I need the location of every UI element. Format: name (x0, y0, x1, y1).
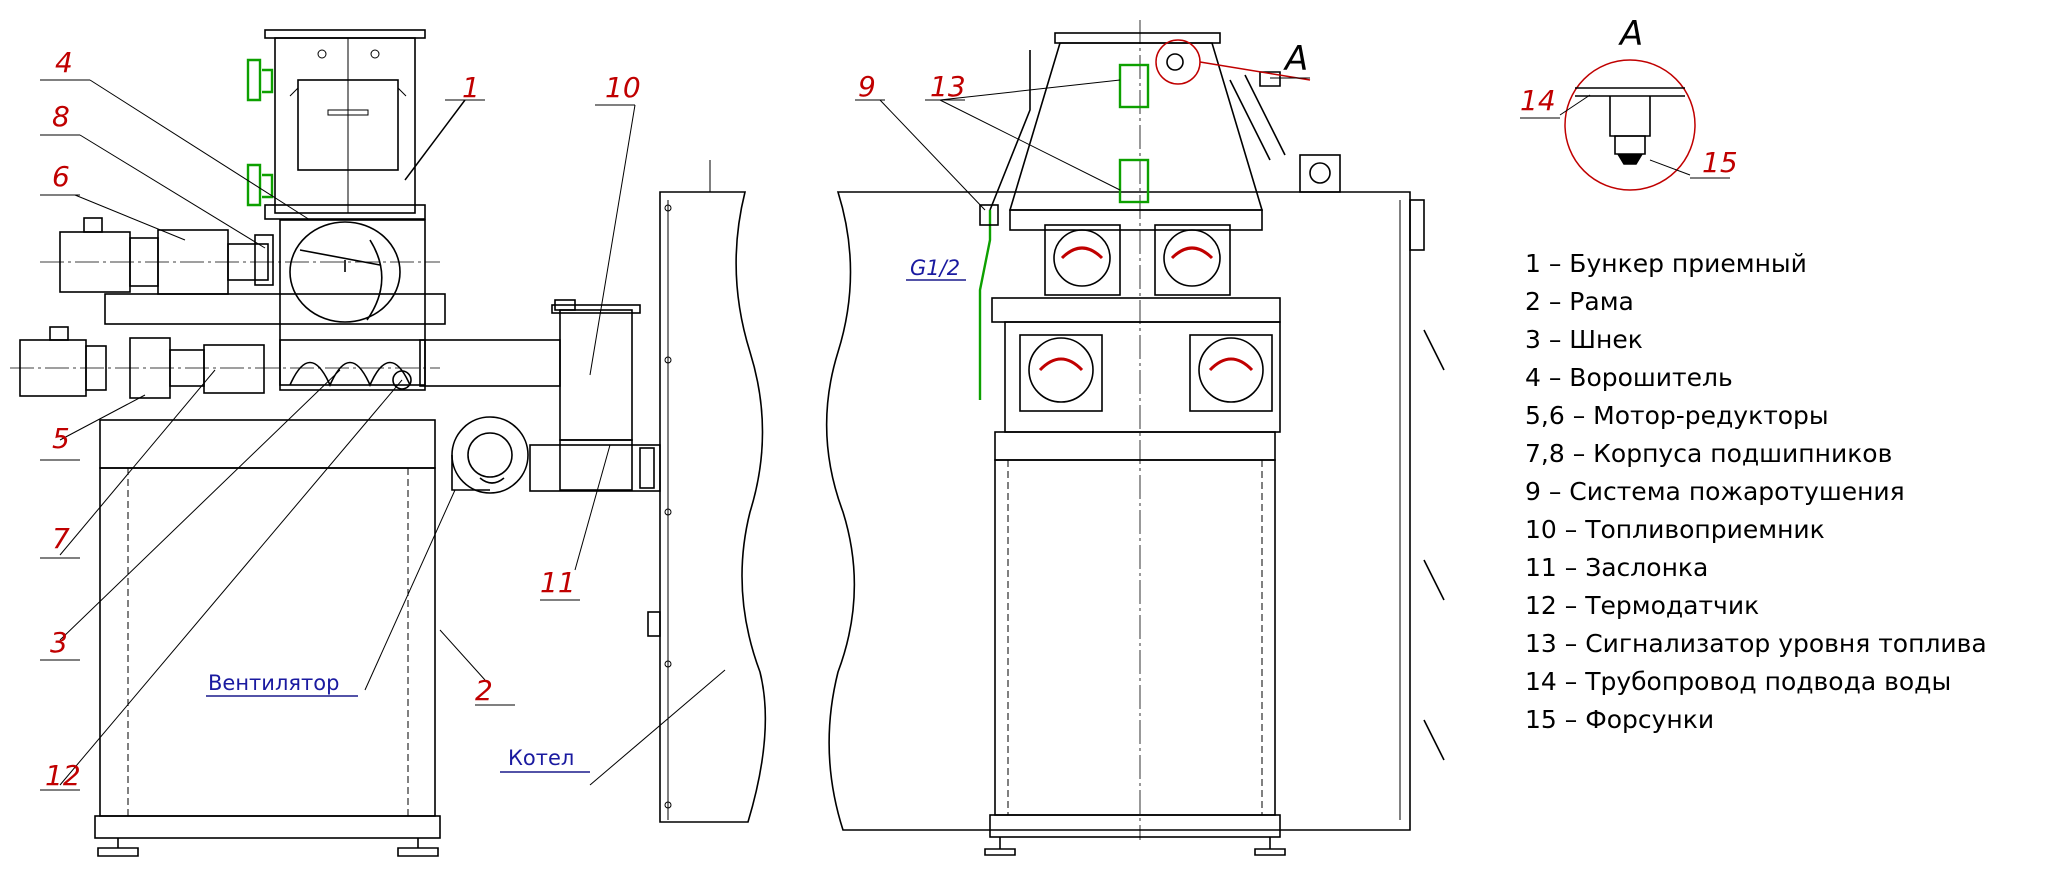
side-view (10, 29, 661, 857)
front-frame (984, 431, 1286, 856)
callout-12: 12 (45, 759, 81, 792)
callout-underlines (40, 79, 1730, 791)
callout-3: 3 (50, 626, 68, 659)
fan-label: Вентилятор (208, 671, 339, 695)
boiler-label: Котел (508, 746, 574, 770)
fire-system-green (978, 210, 992, 400)
legend: 1 – Бункер приемный 2 – Рама 3 – Шнек 4 … (1525, 249, 1987, 734)
motor-reducer-5 (10, 326, 440, 399)
callout-11: 11 (540, 566, 576, 599)
front-bunker (1008, 20, 1286, 840)
fan (451, 416, 529, 494)
callout-9: 9 (858, 70, 876, 103)
legend-item: 11 – Заслонка (1525, 553, 1708, 582)
callout-4: 4 (55, 46, 73, 79)
view-a-marker-circle (1155, 39, 1201, 85)
fuel-receiver (419, 299, 661, 492)
legend-item: 3 – Шнек (1525, 325, 1643, 354)
view-a-leader (1199, 61, 1311, 81)
callout-1: 1 (462, 71, 480, 104)
callout-13: 13 (930, 70, 966, 103)
view-a-marker: A (1283, 39, 1308, 79)
callout-14: 14 (1520, 84, 1556, 117)
view-a-title: A (1618, 14, 1643, 54)
callout-5: 5 (52, 422, 70, 455)
detail-a (1564, 59, 1696, 191)
upper-frame-plate (104, 293, 446, 325)
callout-2: 2 (475, 674, 493, 707)
front-view (825, 20, 1445, 856)
legend-item: 9 – Система пожаротушения (1525, 477, 1905, 506)
callout-10: 10 (605, 71, 641, 104)
legend-item: 10 – Топливоприемник (1525, 515, 1825, 544)
thread-label: G1/2 (910, 256, 960, 280)
bunker (246, 29, 426, 220)
legend-item: 1 – Бункер приемный (1525, 249, 1807, 278)
motor-reducer-6 (40, 217, 440, 295)
frame (94, 419, 441, 857)
callout-8: 8 (52, 100, 70, 133)
water-pipe (989, 50, 1031, 211)
legend-item: 5,6 – Мотор-редукторы (1525, 401, 1829, 430)
callout-6: 6 (52, 160, 70, 193)
boiler-right (825, 191, 1411, 831)
legend-item: 12 – Термодатчик (1525, 591, 1759, 620)
legend-item: 4 – Ворошитель (1525, 363, 1733, 392)
leader-lines (59, 79, 1691, 786)
boiler-left (647, 160, 767, 823)
callout-7: 7 (52, 522, 70, 555)
callout-15: 15 (1702, 146, 1738, 179)
legend-item: 13 – Сигнализатор уровня топлива (1525, 629, 1987, 658)
legend-item: 14 – Трубопровод подвода воды (1525, 667, 1951, 696)
front-motors-upper (1009, 209, 1263, 296)
legend-item: 2 – Рама (1525, 287, 1634, 316)
mixing-chamber (279, 219, 426, 391)
legend-item: 7,8 – Корпуса подшипников (1525, 439, 1892, 468)
legend-item: 15 – Форсунки (1525, 705, 1714, 734)
front-motors-lower (991, 297, 1281, 433)
